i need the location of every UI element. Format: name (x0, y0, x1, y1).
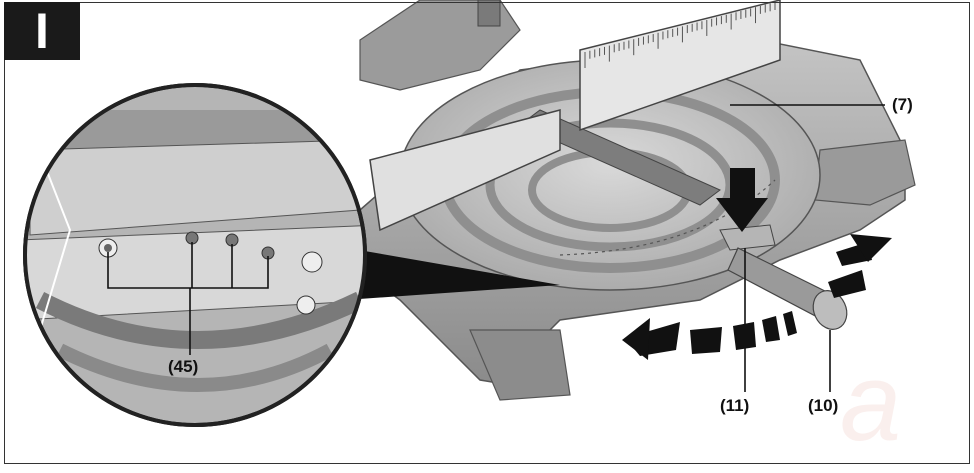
down-arrow-icon (716, 168, 768, 232)
callout-45: (45) (168, 357, 199, 376)
callout-7: (7) (892, 95, 913, 114)
figure-frame (4, 2, 970, 464)
fence (369, 0, 781, 232)
watermark-text: a (840, 341, 901, 464)
direction-arrows (622, 168, 892, 360)
leader-lines (107, 104, 885, 392)
callout-11: (11) (720, 396, 750, 415)
zoom-detail (23, 83, 367, 427)
rotate-right-arrow-icon (828, 270, 866, 298)
figure-badge: I (4, 2, 80, 60)
zoom-wedge (330, 245, 560, 300)
handle-grip (727, 247, 848, 330)
callout-10: (10) (808, 396, 839, 415)
